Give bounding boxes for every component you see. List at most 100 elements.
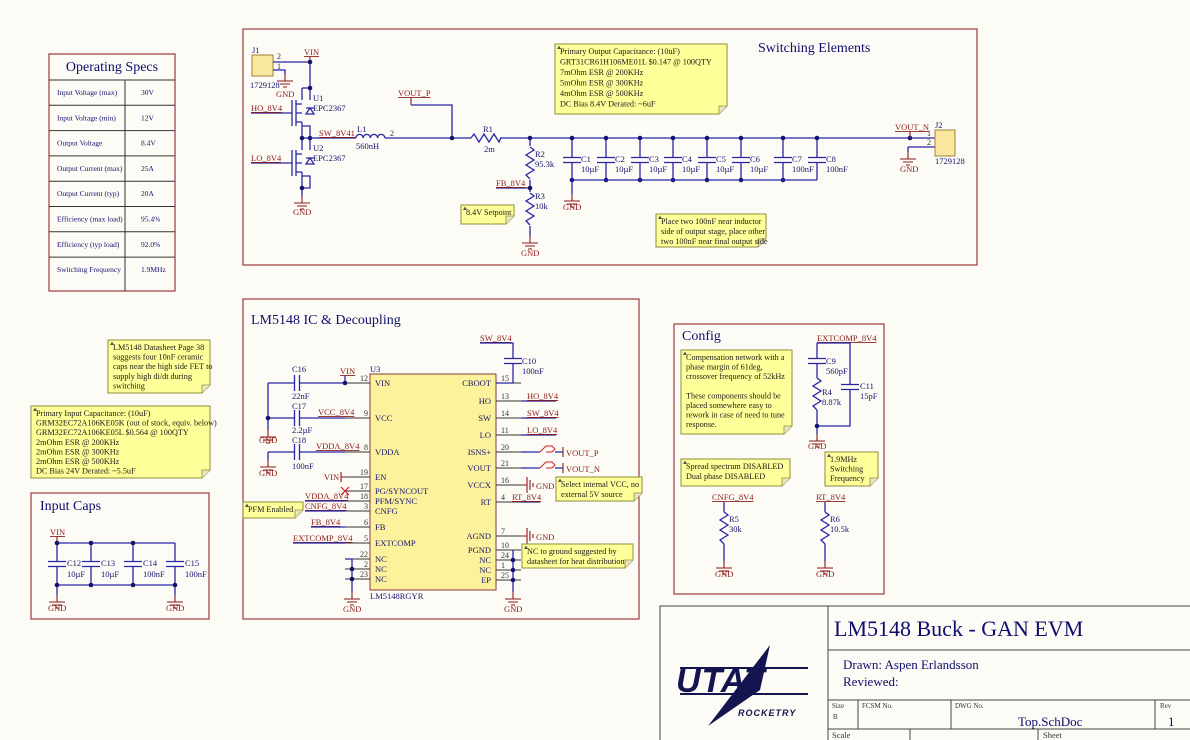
ref: C6 [750, 154, 760, 164]
junction [88, 582, 94, 588]
capacitor-c11[interactable]: C11 15pF [840, 381, 878, 401]
spec-row: Input Voltage (max)30V [57, 88, 155, 97]
capacitor-c17[interactable]: C17 2.2µF [292, 401, 313, 435]
net-stub [340, 472, 345, 482]
ref: C8 [826, 154, 836, 164]
resistor-r6[interactable]: R6 10.5k [820, 511, 850, 545]
scale-label: Scale [832, 730, 851, 740]
note-icon [557, 45, 561, 49]
spec-label: Input Voltage (min) [57, 113, 116, 122]
pin-number: 12 [360, 374, 368, 383]
value: 10µF [67, 569, 85, 579]
pin-name: LO [480, 430, 491, 440]
junction [738, 135, 744, 141]
note-line: two 100nF near final output side [661, 237, 768, 246]
spec-row: Efficiency (max load)95.4% [57, 215, 160, 224]
value: 10µF [750, 164, 768, 174]
junction [603, 135, 609, 141]
ref: C17 [292, 401, 306, 411]
value: 10µF [649, 164, 667, 174]
mosfet-u2[interactable]: U2 EPC2367 [291, 137, 346, 189]
net-vin: VIN [324, 472, 339, 482]
pin-number: 23 [360, 570, 368, 579]
note-line: Place two 100nF near inductor [661, 217, 762, 226]
capacitor-c16[interactable]: C16 22nF [292, 364, 310, 401]
junction [172, 582, 178, 588]
section-border [30, 492, 210, 620]
net-vdda: VDDA_8V4 [305, 491, 349, 501]
rev-number: 1 [1168, 714, 1175, 729]
capacitor-c18[interactable]: C18 100nF [292, 435, 314, 471]
pin-name: NC [375, 574, 387, 584]
table-grid [49, 79, 175, 291]
pin-number: 8 [364, 443, 368, 452]
inductor-l1[interactable]: L1 560nH 2 [355, 124, 394, 151]
ref: C7 [792, 154, 802, 164]
resistor-r1[interactable]: R1 2m [470, 124, 502, 154]
resistor-r5[interactable]: R5 30k [719, 511, 743, 545]
gnd-label: GND [536, 532, 554, 542]
wire [411, 104, 453, 138]
net-fb: FB_8V4 [496, 178, 526, 188]
connector-j2[interactable]: J2 1729128 1 2 [927, 120, 965, 166]
value: 1729128 [250, 80, 280, 90]
resistor-r2[interactable]: R2 95.3k [525, 146, 555, 180]
fcsm-label: FCSM No. [862, 702, 893, 710]
section-border [242, 28, 978, 266]
junction [670, 135, 676, 141]
wire [251, 162, 303, 196]
specs-title: Operating Specs [66, 60, 158, 75]
gnd-label: GND [343, 604, 361, 614]
ref: C10 [522, 356, 536, 366]
wire [302, 62, 311, 138]
resistor-r3[interactable]: R3 10k [525, 191, 549, 226]
ref: U1 [313, 93, 323, 103]
gnd-label: GND [504, 604, 522, 614]
gnd-label: GND [166, 603, 184, 613]
pin-name: NC [375, 564, 387, 574]
gnd-label: GND [900, 164, 918, 174]
dwg-label: DWG No. [955, 702, 984, 710]
note-line: 7mOhm ESR @ 200KHz [560, 68, 644, 77]
ref: C13 [101, 558, 115, 568]
section-title: Input Caps [40, 499, 101, 514]
ref: R5 [729, 514, 739, 524]
connector-j1[interactable]: J1 1729128 2 1 [250, 45, 281, 90]
gnd-label: GND [715, 569, 733, 579]
junction [54, 582, 60, 588]
ref: R6 [830, 514, 840, 524]
note-line: placed somewhere easy to [686, 401, 772, 410]
net-vout-p: VOUT_P [566, 448, 599, 458]
pin-number: 18 [360, 492, 368, 501]
note-line: DC Bias 8.4V Derated: ~6uF [560, 100, 656, 109]
capacitor-c9[interactable]: C9 560pF [807, 356, 848, 376]
spec-row: Input Voltage (min)12V [57, 113, 155, 122]
pin-name: EN [375, 472, 386, 482]
gnd-icon [520, 527, 534, 545]
gnd-label: GND [293, 207, 311, 217]
note-line: 4mOhm ESR @ 500KHz [560, 89, 644, 98]
pin-number: 13 [501, 392, 509, 401]
pin-name: RT [481, 497, 492, 507]
note-output-cap: Primary Output Capacitance: (10uF)GRT31C… [554, 43, 728, 115]
note-line: GRM32EC72A106KE05K (out of stock, equiv.… [36, 419, 217, 428]
resistor-r4[interactable]: R4 8.87k [812, 377, 842, 411]
capacitor-c10[interactable]: C10 100nF [503, 356, 544, 376]
